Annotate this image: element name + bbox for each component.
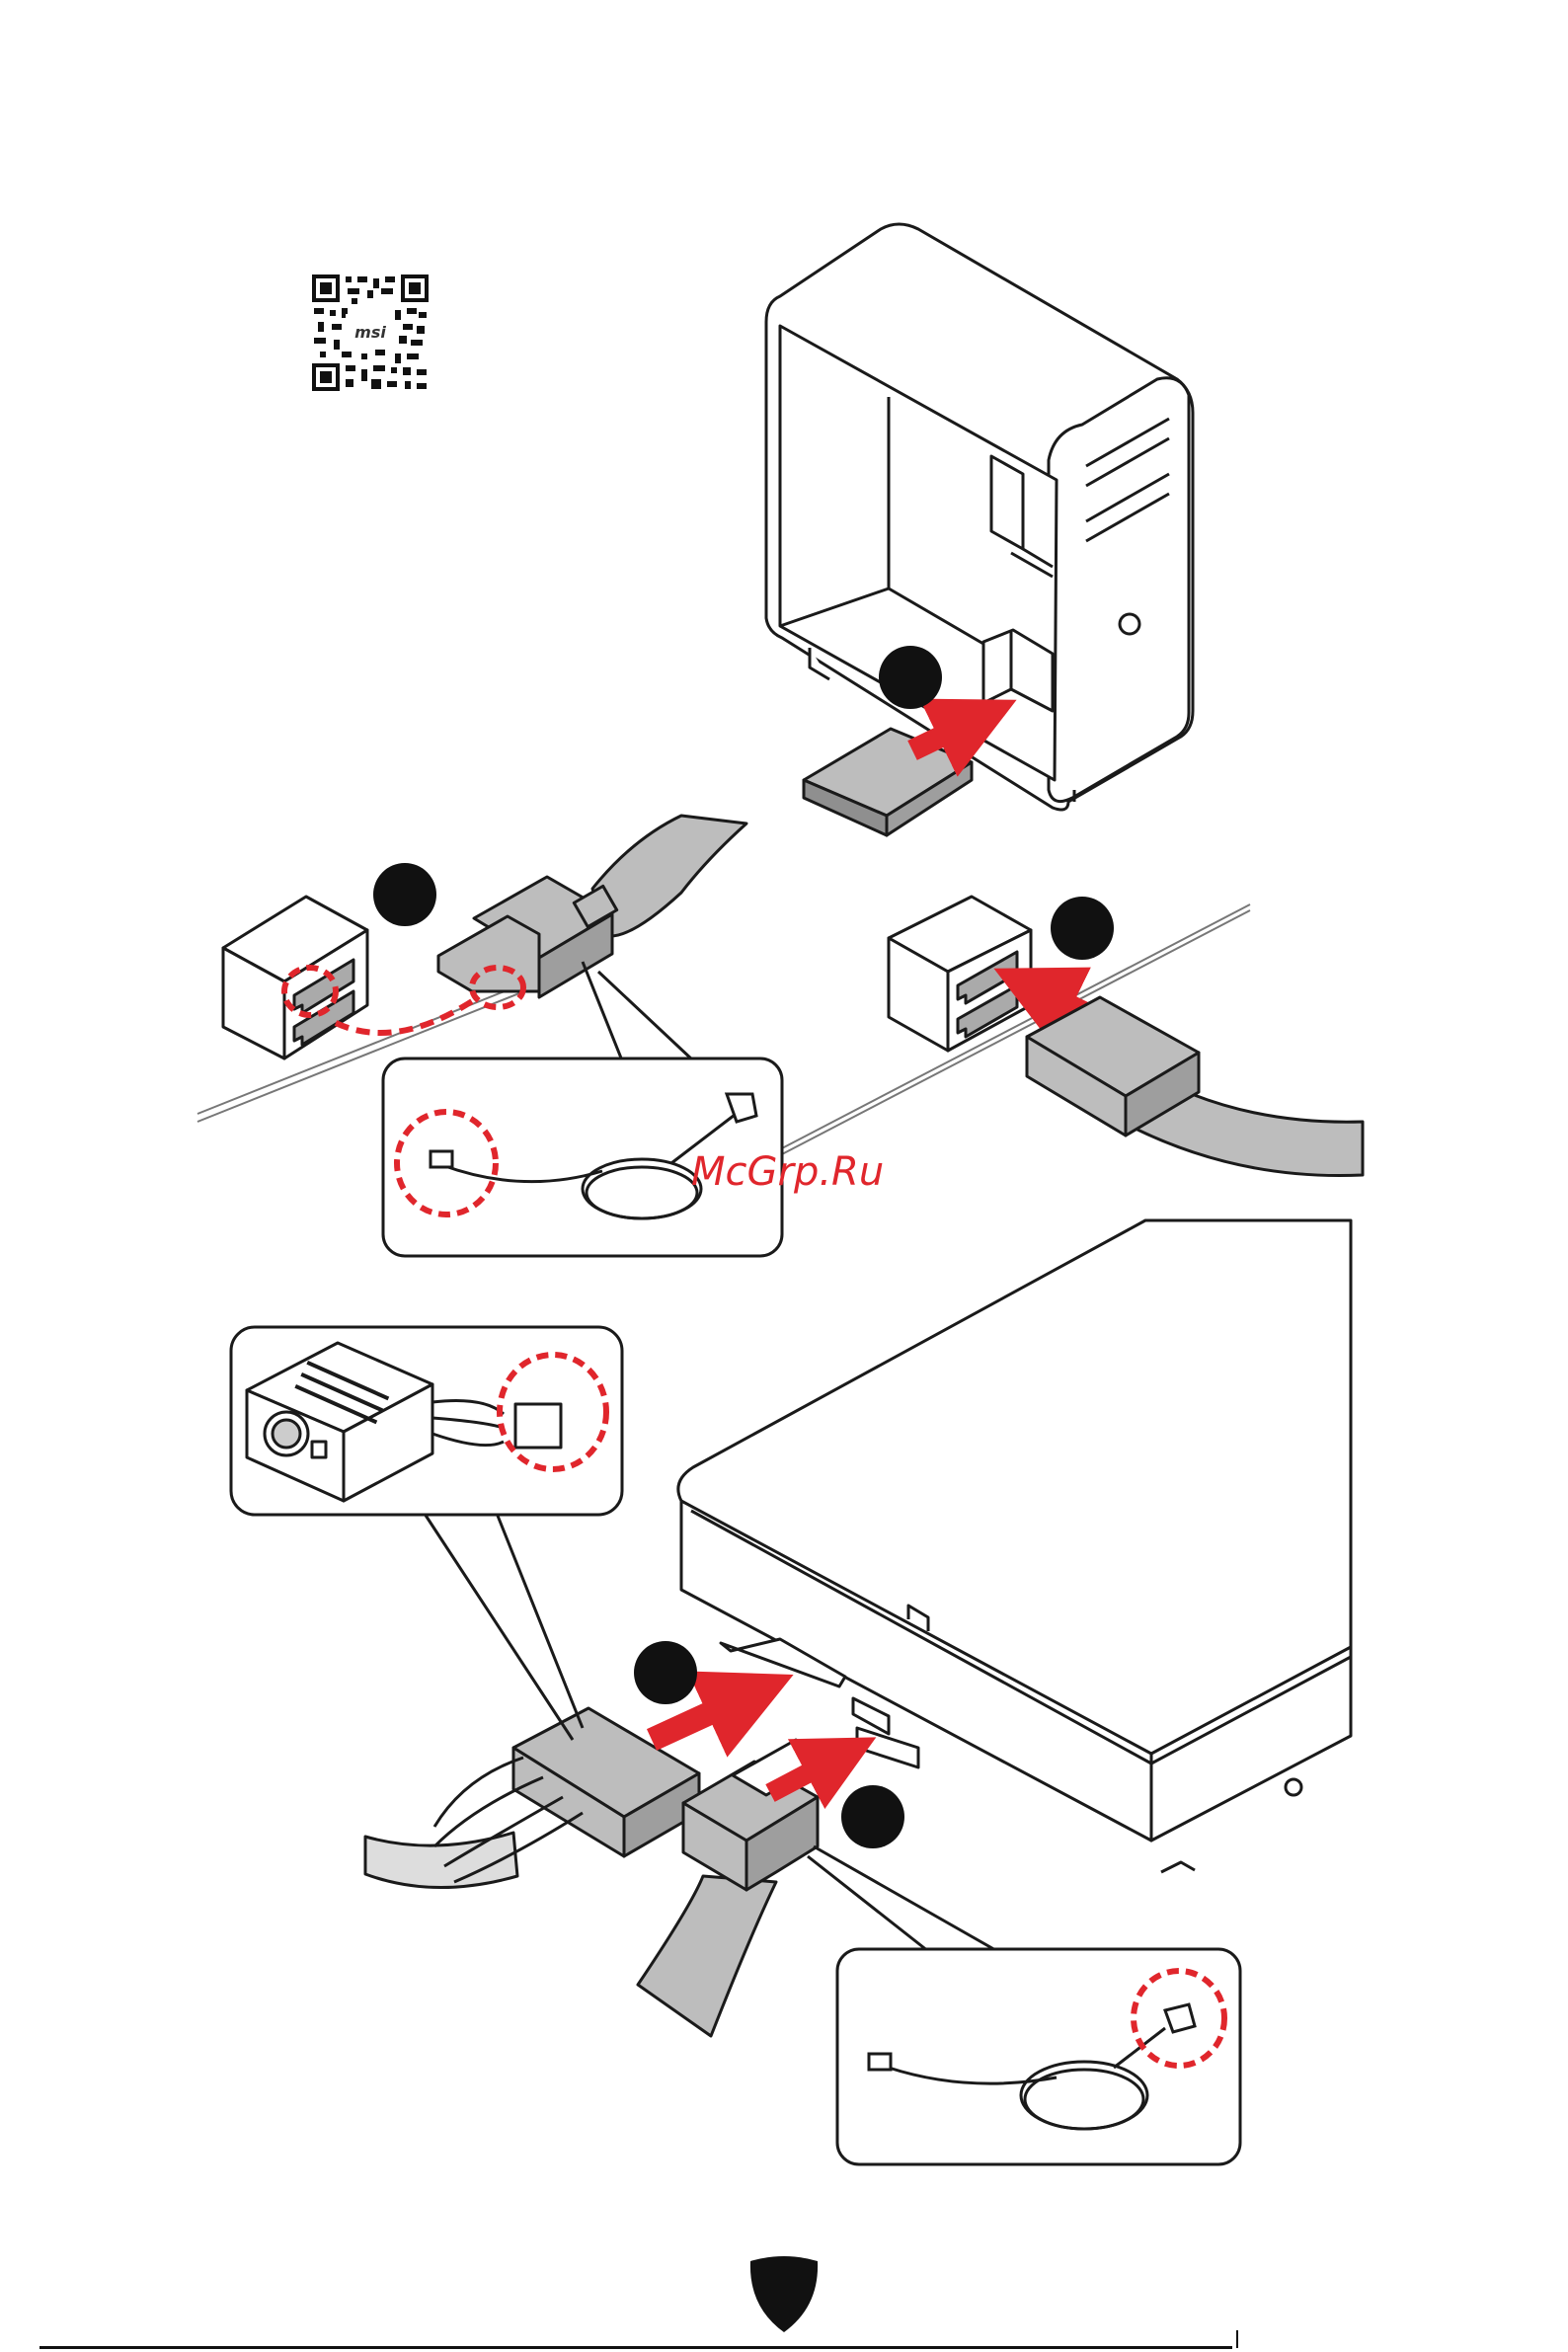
watermark-text: McGrp.Ru [691,1149,884,1195]
pc-case [766,224,1193,810]
sata-port-block-right [889,897,1031,1051]
footer-tick [1236,2330,1238,2348]
qr-logo-text: msi [354,323,386,342]
qr-code-icon: msi [312,274,429,391]
step-marker-icon [634,1641,697,1704]
callout-sata-cable-board-end: McGrp.Ru [383,962,884,1256]
callout-sata-cable-drive-end [808,1846,1240,2164]
step-marker-icon [373,863,436,926]
step-marker-icon [841,1785,904,1848]
sata-port-block-left [223,897,367,1058]
callout-psu-power-connector [231,1327,622,1740]
step-marker-icon [1051,897,1114,960]
footer-rule [39,2346,1232,2349]
power-connector-plug [365,1708,699,1888]
step-marker-icon [879,646,942,709]
sata-cable-plug-right [1027,997,1363,1176]
sata-cable-plug-left [438,816,746,997]
msi-shield-icon [750,2256,818,2332]
